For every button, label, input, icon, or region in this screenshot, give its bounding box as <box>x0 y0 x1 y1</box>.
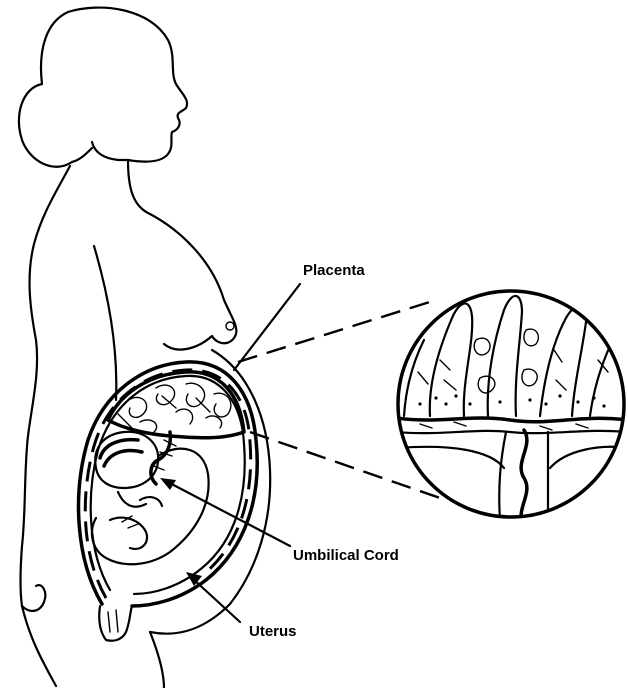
magnified-view <box>396 291 628 526</box>
face-profile <box>68 8 187 162</box>
projection-line-top <box>238 300 436 362</box>
villi-center <box>488 296 522 416</box>
villi-far-right <box>590 334 616 416</box>
buttock-line <box>22 606 56 686</box>
woman-silhouette <box>19 8 270 688</box>
fetus-leg <box>110 518 147 549</box>
label-umbilical-cord: Umbilical Cord <box>293 547 399 564</box>
basal-plate-top <box>396 418 628 422</box>
label-uterus: Uterus <box>249 623 297 640</box>
cord-helix <box>521 430 527 526</box>
hand <box>22 585 45 611</box>
fetus-hair <box>100 440 142 466</box>
neck-front <box>128 160 150 214</box>
umbilical-cord-drawing <box>151 432 170 484</box>
placenta-leader <box>234 284 300 370</box>
thigh-front <box>150 632 164 688</box>
arm-line <box>94 246 116 400</box>
cervix-detail <box>108 610 118 632</box>
label-placenta: Placenta <box>303 262 365 279</box>
breast <box>150 214 236 350</box>
villi-dots <box>418 394 605 407</box>
nipple <box>226 322 234 330</box>
back-line <box>21 166 71 606</box>
villi-right <box>540 306 586 416</box>
magnified-circle <box>398 291 624 517</box>
membrane-curve-right <box>550 447 628 468</box>
cord-vessel-left <box>499 432 506 520</box>
fetus-arm <box>118 492 162 507</box>
basal-plate-bottom <box>396 431 628 433</box>
projection-line-bottom <box>250 432 440 498</box>
belly-front <box>150 350 270 634</box>
basal-plate-detail <box>420 422 588 430</box>
fetus-drawing <box>92 432 209 564</box>
back-of-head <box>19 12 92 167</box>
